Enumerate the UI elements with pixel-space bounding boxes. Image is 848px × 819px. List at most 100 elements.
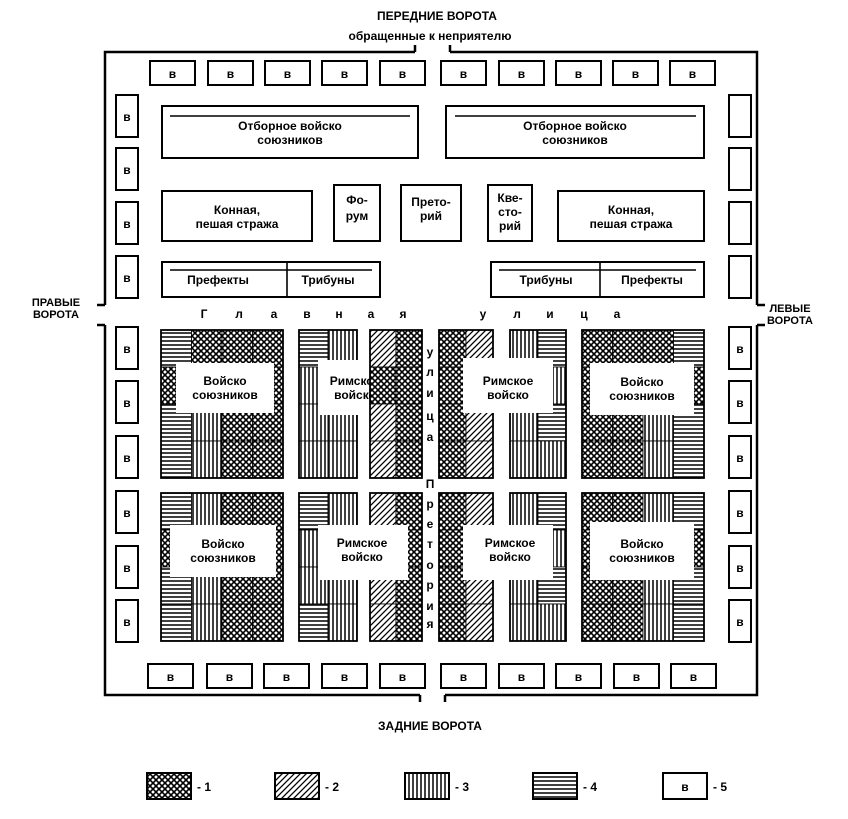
legend-label: - 2 xyxy=(325,780,339,794)
tent-letter: в xyxy=(341,670,348,684)
tent-box: в xyxy=(115,599,139,643)
guard-right-line2: пешая стража xyxy=(590,217,673,231)
tent-box: в xyxy=(264,60,311,86)
tent-letter: в xyxy=(690,670,697,684)
main-street-letter: я xyxy=(399,307,406,321)
prefects-left: Префекты xyxy=(187,273,249,287)
praetoria-street-letter: ц xyxy=(426,409,434,423)
tribunes-left: Трибуны xyxy=(301,273,354,287)
legend-item-crosshatch: - 1 xyxy=(146,772,211,800)
quaestorium-line3: рий xyxy=(499,219,521,233)
tent-box xyxy=(728,201,752,245)
main-street-letter: л xyxy=(513,307,521,321)
tent-box: в xyxy=(115,435,139,479)
officers-left xyxy=(161,261,381,298)
guard-left xyxy=(161,190,313,242)
tent-box: в xyxy=(115,326,139,370)
praetorium xyxy=(400,184,462,242)
roman-a-line1: Римское xyxy=(330,374,381,388)
main-street-letter: и xyxy=(546,307,553,321)
tent-box: в xyxy=(728,326,752,370)
main-street-letter: н xyxy=(335,307,342,321)
tent-letter: в xyxy=(227,67,234,81)
left-gates-label-line1: ЛЕВЫЕ xyxy=(769,303,810,315)
tent-box: в xyxy=(149,60,196,86)
tent-box: в xyxy=(263,663,310,689)
legend-item-diagonal: - 2 xyxy=(274,772,339,800)
main-street-letter: у xyxy=(480,307,487,321)
main-street-letter: л xyxy=(235,307,243,321)
praetoria-street-letter: т xyxy=(427,537,433,551)
tent-letter: в xyxy=(736,451,743,465)
tent-box: в xyxy=(115,255,139,299)
tent-box xyxy=(728,147,752,191)
main-street-letter: а xyxy=(271,307,278,321)
legend-label: - 3 xyxy=(455,780,469,794)
tent-letter: в xyxy=(123,451,130,465)
guard-right xyxy=(557,190,705,242)
tent-box: в xyxy=(555,60,602,86)
quaestorium-line2: сто- xyxy=(498,205,522,219)
tent-box: в xyxy=(498,663,545,689)
tent-letter: в xyxy=(736,506,743,520)
tent-letter: в xyxy=(123,342,130,356)
tent-letter: в xyxy=(460,67,467,81)
officers-right xyxy=(490,261,705,298)
tent-letter: в xyxy=(399,670,406,684)
tent-letter: в xyxy=(518,670,525,684)
tent-letter: в xyxy=(123,615,130,629)
tent-letter: в xyxy=(518,67,525,81)
main-street-letter: а xyxy=(614,307,621,321)
tent-box: в xyxy=(379,60,426,86)
allies-top-left-label-line1: Войско xyxy=(203,374,246,388)
tent-box: в xyxy=(115,94,139,138)
praetoria-street-letter: и xyxy=(426,386,433,400)
left-gates-label-line2: ВОРОТА xyxy=(767,315,813,327)
praetoria-street-letter: р xyxy=(426,578,433,592)
tent-letter: в xyxy=(632,67,639,81)
forum xyxy=(333,184,381,242)
tent-box: в xyxy=(207,60,254,86)
elite-allies-left-line1: Отборное войско xyxy=(238,119,342,133)
praetoria-street-letter: П xyxy=(426,477,435,491)
roman-d-line1: Римское xyxy=(485,536,536,550)
tent-box: в xyxy=(115,380,139,424)
tent-box: в xyxy=(613,663,660,689)
tent-box: в xyxy=(115,147,139,191)
elite-allies-right-line1: Отборное войско xyxy=(523,119,627,133)
tent-box: в xyxy=(728,599,752,643)
praetorium-line1: Прето- xyxy=(411,195,451,209)
tent-letter: в xyxy=(399,67,406,81)
tent-box xyxy=(728,255,752,299)
praetoria-street-letter: у xyxy=(427,345,434,359)
tent-box: в xyxy=(728,435,752,479)
tent-letter: в xyxy=(284,67,291,81)
upper-building-lines xyxy=(170,115,696,297)
tent-box: в xyxy=(115,545,139,589)
allies-bottom-left-label-line2: союзников xyxy=(190,551,255,565)
praetoria-street-letter: л xyxy=(426,365,434,379)
tent-box: в xyxy=(669,60,716,86)
quaestorium-line1: Кве- xyxy=(497,191,522,205)
roman-b-line1: Римское xyxy=(483,374,534,388)
allies-top-right-label-line2: союзников xyxy=(609,389,674,403)
forum-line2: рум xyxy=(346,209,369,223)
elite-allies-left xyxy=(161,105,419,159)
tent-box: в xyxy=(612,60,659,86)
tent-letter: в xyxy=(460,670,467,684)
elite-allies-left-line2: союзников xyxy=(257,133,322,147)
tent-letter: в xyxy=(123,506,130,520)
main-street-letter: в xyxy=(303,307,310,321)
tent-box: в xyxy=(115,201,139,245)
allies-top-right-label-line1: Войско xyxy=(620,375,663,389)
tent-box: в xyxy=(728,490,752,534)
tent-letter: в xyxy=(169,67,176,81)
